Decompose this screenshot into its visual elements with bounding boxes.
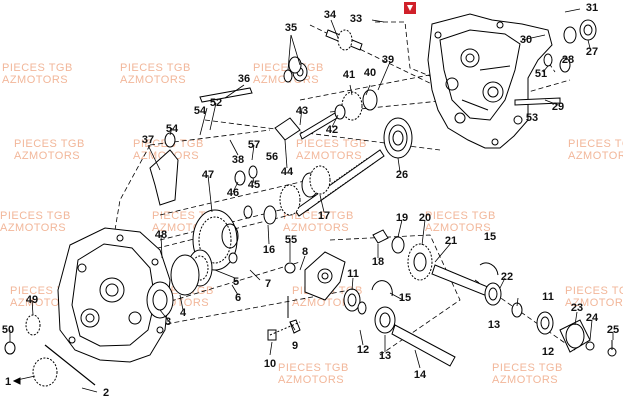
coupler-23 <box>559 319 617 357</box>
part-callout-57: 57 <box>247 139 261 151</box>
part-callout-40: 40 <box>363 67 377 79</box>
output-flange <box>284 251 346 301</box>
part-callout-53: 53 <box>525 112 539 124</box>
left-case-housing <box>57 227 171 363</box>
part-callout-21: 21 <box>444 235 458 247</box>
part-callout-23: 23 <box>570 302 584 314</box>
part-callout-13: 13 <box>378 350 392 362</box>
part-callout-36: 36 <box>237 73 251 85</box>
bearings-output <box>343 262 554 335</box>
part-callout-11: 11 <box>347 268 359 280</box>
azmotors-red-logo-icon <box>404 2 416 14</box>
leader-lines <box>9 8 614 393</box>
part-callout-56: 56 <box>265 151 279 163</box>
part-callout-48: 48 <box>154 229 168 241</box>
part-callout-33: 33 <box>349 13 363 25</box>
part-callout-28: 28 <box>561 54 575 66</box>
part-callout-12: 12 <box>356 344 370 356</box>
part-callout-30: 30 <box>519 34 533 46</box>
part-callout-11: 11 <box>542 291 554 303</box>
part-callout-22: 22 <box>500 271 514 283</box>
part-callout-3: 3 <box>164 316 172 328</box>
right-case-cover <box>427 13 553 149</box>
part-callout-50: 50 <box>1 324 15 336</box>
part-callout-20: 20 <box>418 212 432 224</box>
part-callout-47: 47 <box>201 169 215 181</box>
part-callout-2: 2 <box>102 387 110 399</box>
part-callout-42: 42 <box>325 124 339 136</box>
part-callout-52: 52 <box>209 97 223 109</box>
part-callout-51: 51 <box>534 68 548 80</box>
part-callout-17: 17 <box>317 210 331 222</box>
part-callout-12: 12 <box>541 346 555 358</box>
part-callout-14: 14 <box>413 369 427 381</box>
part-callout-35: 35 <box>284 22 298 34</box>
gear-cluster-main <box>146 209 239 319</box>
small-parts <box>4 19 597 387</box>
part-callout-49: 49 <box>25 294 39 306</box>
part-callout-1: 1 <box>4 376 12 388</box>
part-callout-7: 7 <box>264 278 272 290</box>
part-callout-24: 24 <box>585 312 599 324</box>
part-callout-13: 13 <box>487 319 501 331</box>
part-callout-6: 6 <box>234 292 242 304</box>
part-callout-54: 54 <box>165 123 179 135</box>
part-callout-25: 25 <box>606 324 620 336</box>
part-callout-54: 54 <box>193 105 207 117</box>
gear-countershaft <box>263 165 331 225</box>
callout-arrow-icon <box>12 377 21 385</box>
part-callout-43: 43 <box>295 105 309 117</box>
gear-41-39 <box>334 89 378 121</box>
part-callout-10: 10 <box>263 358 277 370</box>
part-callout-37: 37 <box>141 134 155 146</box>
part-callout-31: 31 <box>585 2 599 14</box>
part-callout-9: 9 <box>291 340 299 352</box>
shafts <box>44 29 561 386</box>
part-callout-41: 41 <box>342 69 356 81</box>
gear-20-output <box>372 229 433 281</box>
part-callout-4: 4 <box>179 307 187 319</box>
part-callout-27: 27 <box>585 46 599 58</box>
part-callout-34: 34 <box>323 9 337 21</box>
part-callout-46: 46 <box>226 187 240 199</box>
part-callout-16: 16 <box>262 244 276 256</box>
part-callout-18: 18 <box>371 256 385 268</box>
part-callout-15: 15 <box>483 231 497 243</box>
bearing-26 <box>383 117 413 159</box>
part-callout-8: 8 <box>301 246 309 258</box>
part-callout-55: 55 <box>284 234 298 246</box>
part-callout-39: 39 <box>381 54 395 66</box>
part-callout-19: 19 <box>395 212 409 224</box>
part-callout-38: 38 <box>231 154 245 166</box>
gear-34-35 <box>283 29 353 83</box>
part-callout-45: 45 <box>247 179 261 191</box>
part-callout-5: 5 <box>232 276 240 288</box>
part-callout-26: 26 <box>395 169 409 181</box>
part-callout-29: 29 <box>551 101 565 113</box>
part-callout-15: 15 <box>398 292 412 304</box>
part-callout-44: 44 <box>280 166 294 178</box>
